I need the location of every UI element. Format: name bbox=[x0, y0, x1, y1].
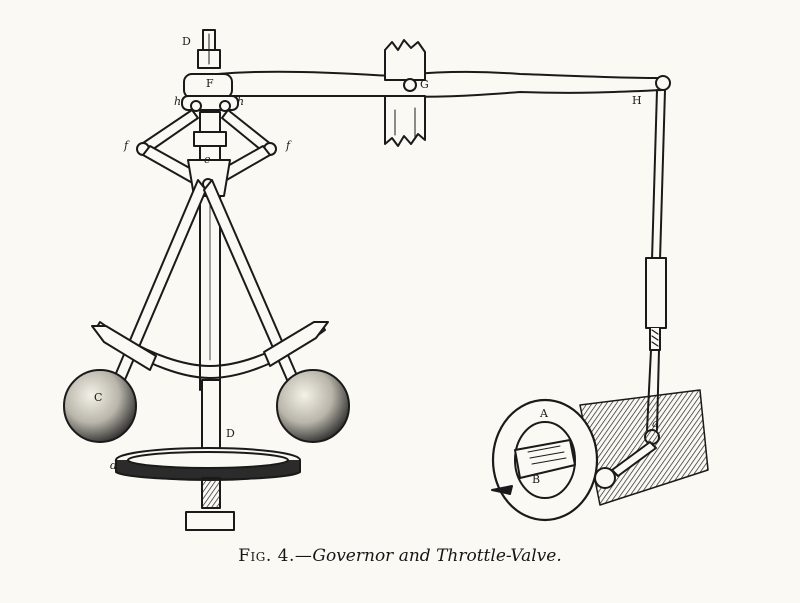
caption-title: Governor and Throttle-Valve. bbox=[312, 546, 562, 566]
base-step bbox=[185, 477, 235, 531]
throttle-rod bbox=[644, 75, 671, 445]
label-H: H bbox=[632, 94, 642, 107]
label-A: A bbox=[540, 407, 548, 420]
arc-guides bbox=[91, 321, 329, 391]
label-h-left: h bbox=[174, 95, 182, 108]
label-d: d bbox=[110, 459, 118, 472]
label-D-top: D bbox=[182, 35, 191, 48]
governor-balls bbox=[63, 369, 350, 443]
caption-figure-number: Fig. 4.— bbox=[238, 546, 313, 566]
label-B: B bbox=[532, 473, 541, 486]
fulcrum-post bbox=[384, 39, 426, 147]
label-h-right: h bbox=[237, 95, 245, 108]
main-spindle bbox=[199, 195, 221, 453]
label-D-mid: D bbox=[226, 427, 235, 440]
label-C: C bbox=[94, 391, 103, 404]
label-e: e bbox=[204, 153, 211, 166]
sliding-collar bbox=[181, 95, 239, 173]
pulley bbox=[115, 447, 301, 481]
spindle-top bbox=[197, 29, 221, 69]
throttle-valve bbox=[491, 389, 709, 522]
upper-links bbox=[136, 109, 277, 186]
label-G: G bbox=[420, 78, 429, 91]
label-f-right: f bbox=[286, 139, 291, 152]
figure-caption: Fig. 4.—Governor and Throttle-Valve. bbox=[0, 546, 800, 566]
label-F: F bbox=[206, 77, 214, 90]
label-a: a bbox=[652, 417, 659, 430]
label-f-left: f bbox=[124, 139, 129, 152]
